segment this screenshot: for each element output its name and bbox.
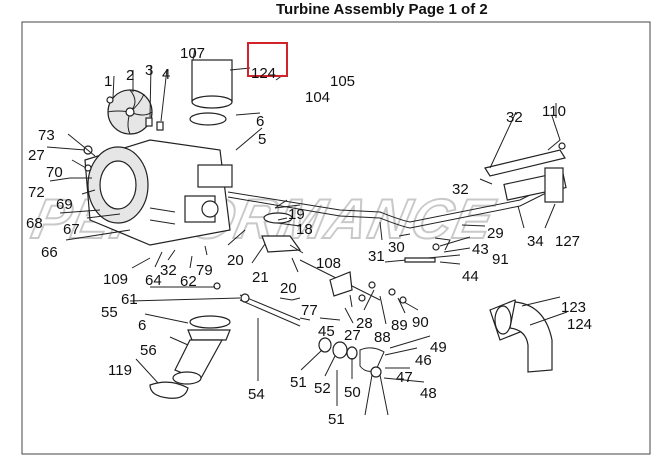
part-label-91: 91 — [492, 251, 509, 268]
part-label-21: 21 — [252, 269, 269, 286]
part-label-3: 3 — [145, 62, 153, 79]
part-label-45: 45 — [318, 323, 335, 340]
part-label-32: 32 — [160, 262, 177, 279]
part-label-107: 107 — [180, 45, 205, 62]
part-label-79: 79 — [196, 262, 213, 279]
part-label-68: 68 — [26, 215, 43, 232]
part-label-110: 110 — [542, 103, 566, 120]
part-label-108: 108 — [316, 255, 341, 272]
part-label-5: 5 — [258, 131, 266, 148]
part-label-72: 72 — [28, 184, 45, 201]
part-label-48: 48 — [420, 385, 437, 402]
part-label-31: 31 — [368, 248, 385, 265]
part-label-88: 88 — [374, 329, 391, 346]
part-label-51: 51 — [290, 374, 307, 391]
part-label-43: 43 — [472, 241, 489, 258]
part-label-32: 32 — [452, 181, 469, 198]
part-label-69: 69 — [56, 196, 73, 213]
part-label-70: 70 — [46, 164, 63, 181]
part-label-77: 77 — [301, 302, 318, 319]
part-label-105: 105 — [330, 73, 355, 90]
part-label-6: 6 — [256, 113, 264, 130]
part-label-2: 2 — [126, 67, 134, 84]
part-label-20: 20 — [227, 252, 244, 269]
part-label-49: 49 — [430, 339, 447, 356]
part-label-61: 61 — [121, 291, 138, 308]
part-label-52: 52 — [314, 380, 331, 397]
part-label-64: 64 — [145, 272, 162, 289]
lower-bearing-group — [318, 337, 389, 416]
part-label-34: 34 — [527, 233, 544, 250]
page-title: Turbine Assembly Page 1 of 2 — [276, 1, 488, 18]
part-label-19: 19 — [288, 206, 305, 223]
part-label-50: 50 — [344, 384, 361, 401]
part-label-89: 89 — [391, 317, 408, 334]
part-label-29: 29 — [487, 225, 504, 242]
part-label-109: 109 — [103, 271, 128, 288]
part-label-54: 54 — [248, 386, 265, 403]
part-label-4: 4 — [162, 66, 170, 83]
part-label-124: 124 — [251, 65, 276, 82]
part-label-6: 6 — [138, 317, 146, 334]
shaft-group — [213, 282, 311, 327]
part-label-123: 123 — [561, 299, 586, 316]
impeller-group — [106, 89, 164, 135]
part-label-28: 28 — [356, 315, 373, 332]
elbow-pipe-group — [489, 299, 553, 373]
part-label-104: 104 — [305, 89, 330, 106]
turbine-housing-group — [70, 59, 233, 246]
part-label-90: 90 — [412, 314, 429, 331]
part-label-55: 55 — [101, 304, 118, 321]
part-label-127: 127 — [555, 233, 580, 250]
part-label-73: 73 — [38, 127, 55, 144]
part-label-44: 44 — [462, 268, 479, 285]
part-label-18: 18 — [296, 221, 313, 238]
part-label-20: 20 — [280, 280, 297, 297]
part-label-30: 30 — [388, 239, 405, 256]
part-label-56: 56 — [140, 342, 157, 359]
part-label-1: 1 — [104, 73, 112, 90]
part-label-67: 67 — [63, 221, 80, 238]
part-label-27: 27 — [28, 147, 45, 164]
part-label-46: 46 — [415, 352, 432, 369]
linkage-group — [227, 115, 567, 304]
pipe-group — [149, 315, 231, 399]
part-label-119: 119 — [108, 362, 132, 379]
part-label-32: 32 — [506, 109, 523, 126]
part-label-51: 51 — [328, 411, 345, 428]
part-label-66: 66 — [41, 244, 58, 261]
highlight-box — [247, 42, 288, 77]
part-label-124: 124 — [567, 316, 592, 333]
part-label-47: 47 — [396, 369, 413, 386]
part-label-27: 27 — [344, 327, 361, 344]
part-label-62: 62 — [180, 273, 197, 290]
diagram-frame — [21, 21, 651, 455]
